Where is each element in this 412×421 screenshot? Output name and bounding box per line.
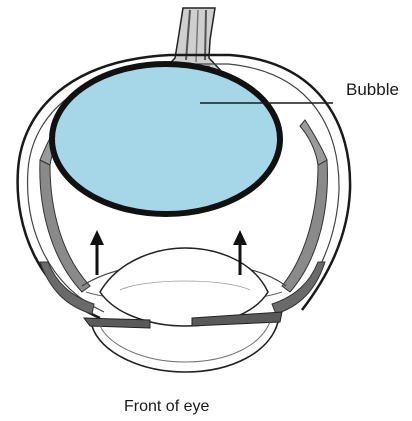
bubble [52, 64, 280, 214]
up-arrow-icon [90, 230, 104, 275]
cornea [92, 322, 278, 372]
bubble-label: Bubble [346, 80, 399, 100]
front-of-eye-label: Front of eye [124, 398, 209, 416]
